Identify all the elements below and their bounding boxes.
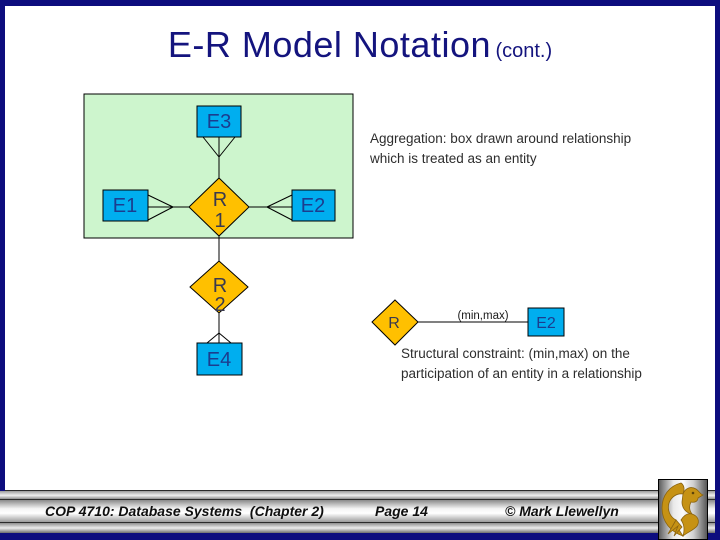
slide-title-text: E-R Model Notation [167, 24, 491, 65]
entity-e1-label: E1 [113, 195, 137, 217]
footer-strip-main [0, 499, 720, 522]
entity-e4 [196, 342, 243, 376]
logo-bar [658, 479, 708, 540]
relationship-r-right-label: R [388, 315, 400, 332]
structural-note-line2: participation of an entity in a relation… [401, 365, 642, 381]
entity-e2-right [527, 307, 565, 337]
footer-page-number: Page 14 [375, 503, 428, 519]
relationship-r1 [188, 177, 250, 237]
minmax-label: (min,max) [457, 310, 508, 322]
slide-border-top [0, 0, 720, 6]
connector-e2-r1 [249, 194, 293, 221]
relationship-r-right [371, 299, 419, 346]
footer-copyright: © Mark Llewellyn [505, 503, 619, 519]
connector-e1-r1 [147, 194, 189, 221]
relationship-r1-label-line1: R [213, 189, 227, 211]
connector-r2-e4 [206, 313, 232, 344]
relationship-r1-label-line2: 1 [214, 210, 225, 232]
slide-border-bottom [0, 533, 720, 540]
structural-note-line1: Structural constraint: (min,max) on the [401, 346, 630, 361]
slide-border-left [0, 0, 5, 491]
entity-e1 [102, 189, 149, 222]
footer-course-text: COP 4710: Database Systems (Chapter 2) [45, 503, 324, 519]
entity-e3-label: E3 [207, 111, 231, 133]
relationship-r2-label-line1: R [213, 275, 227, 297]
aggregation-note-line1: Aggregation: box drawn around relationsh… [370, 131, 632, 146]
relationship-r2-label-line2: 2 [214, 294, 225, 316]
slide-title-suffix: (cont.) [495, 40, 553, 62]
slide-title: E-R Model Notation (cont.) [0, 24, 720, 66]
slide-border-right [715, 0, 720, 540]
entity-e2-label: E2 [301, 195, 325, 217]
entity-e4-label: E4 [207, 349, 231, 371]
connector-e3-r1 [202, 136, 236, 178]
aggregation-note: Aggregation: box drawn around relationsh… [370, 129, 631, 168]
footer-strip-bottom [0, 522, 720, 533]
aggregation-note-line2: which is treated as an entity [370, 150, 537, 166]
entity-e2-right-label: E2 [536, 315, 556, 332]
relationship-r2 [189, 260, 249, 314]
er-diagram: E3 E1 E2 E4 R 1 R 2 R (min,max) E2 [83, 93, 565, 376]
entity-e2 [291, 189, 336, 222]
structural-note: Structural constraint: (min,max) on the … [401, 344, 642, 383]
ucf-pegasus-logo-icon [661, 482, 704, 538]
entity-e3 [196, 105, 242, 138]
footer-strip-top [0, 490, 720, 499]
